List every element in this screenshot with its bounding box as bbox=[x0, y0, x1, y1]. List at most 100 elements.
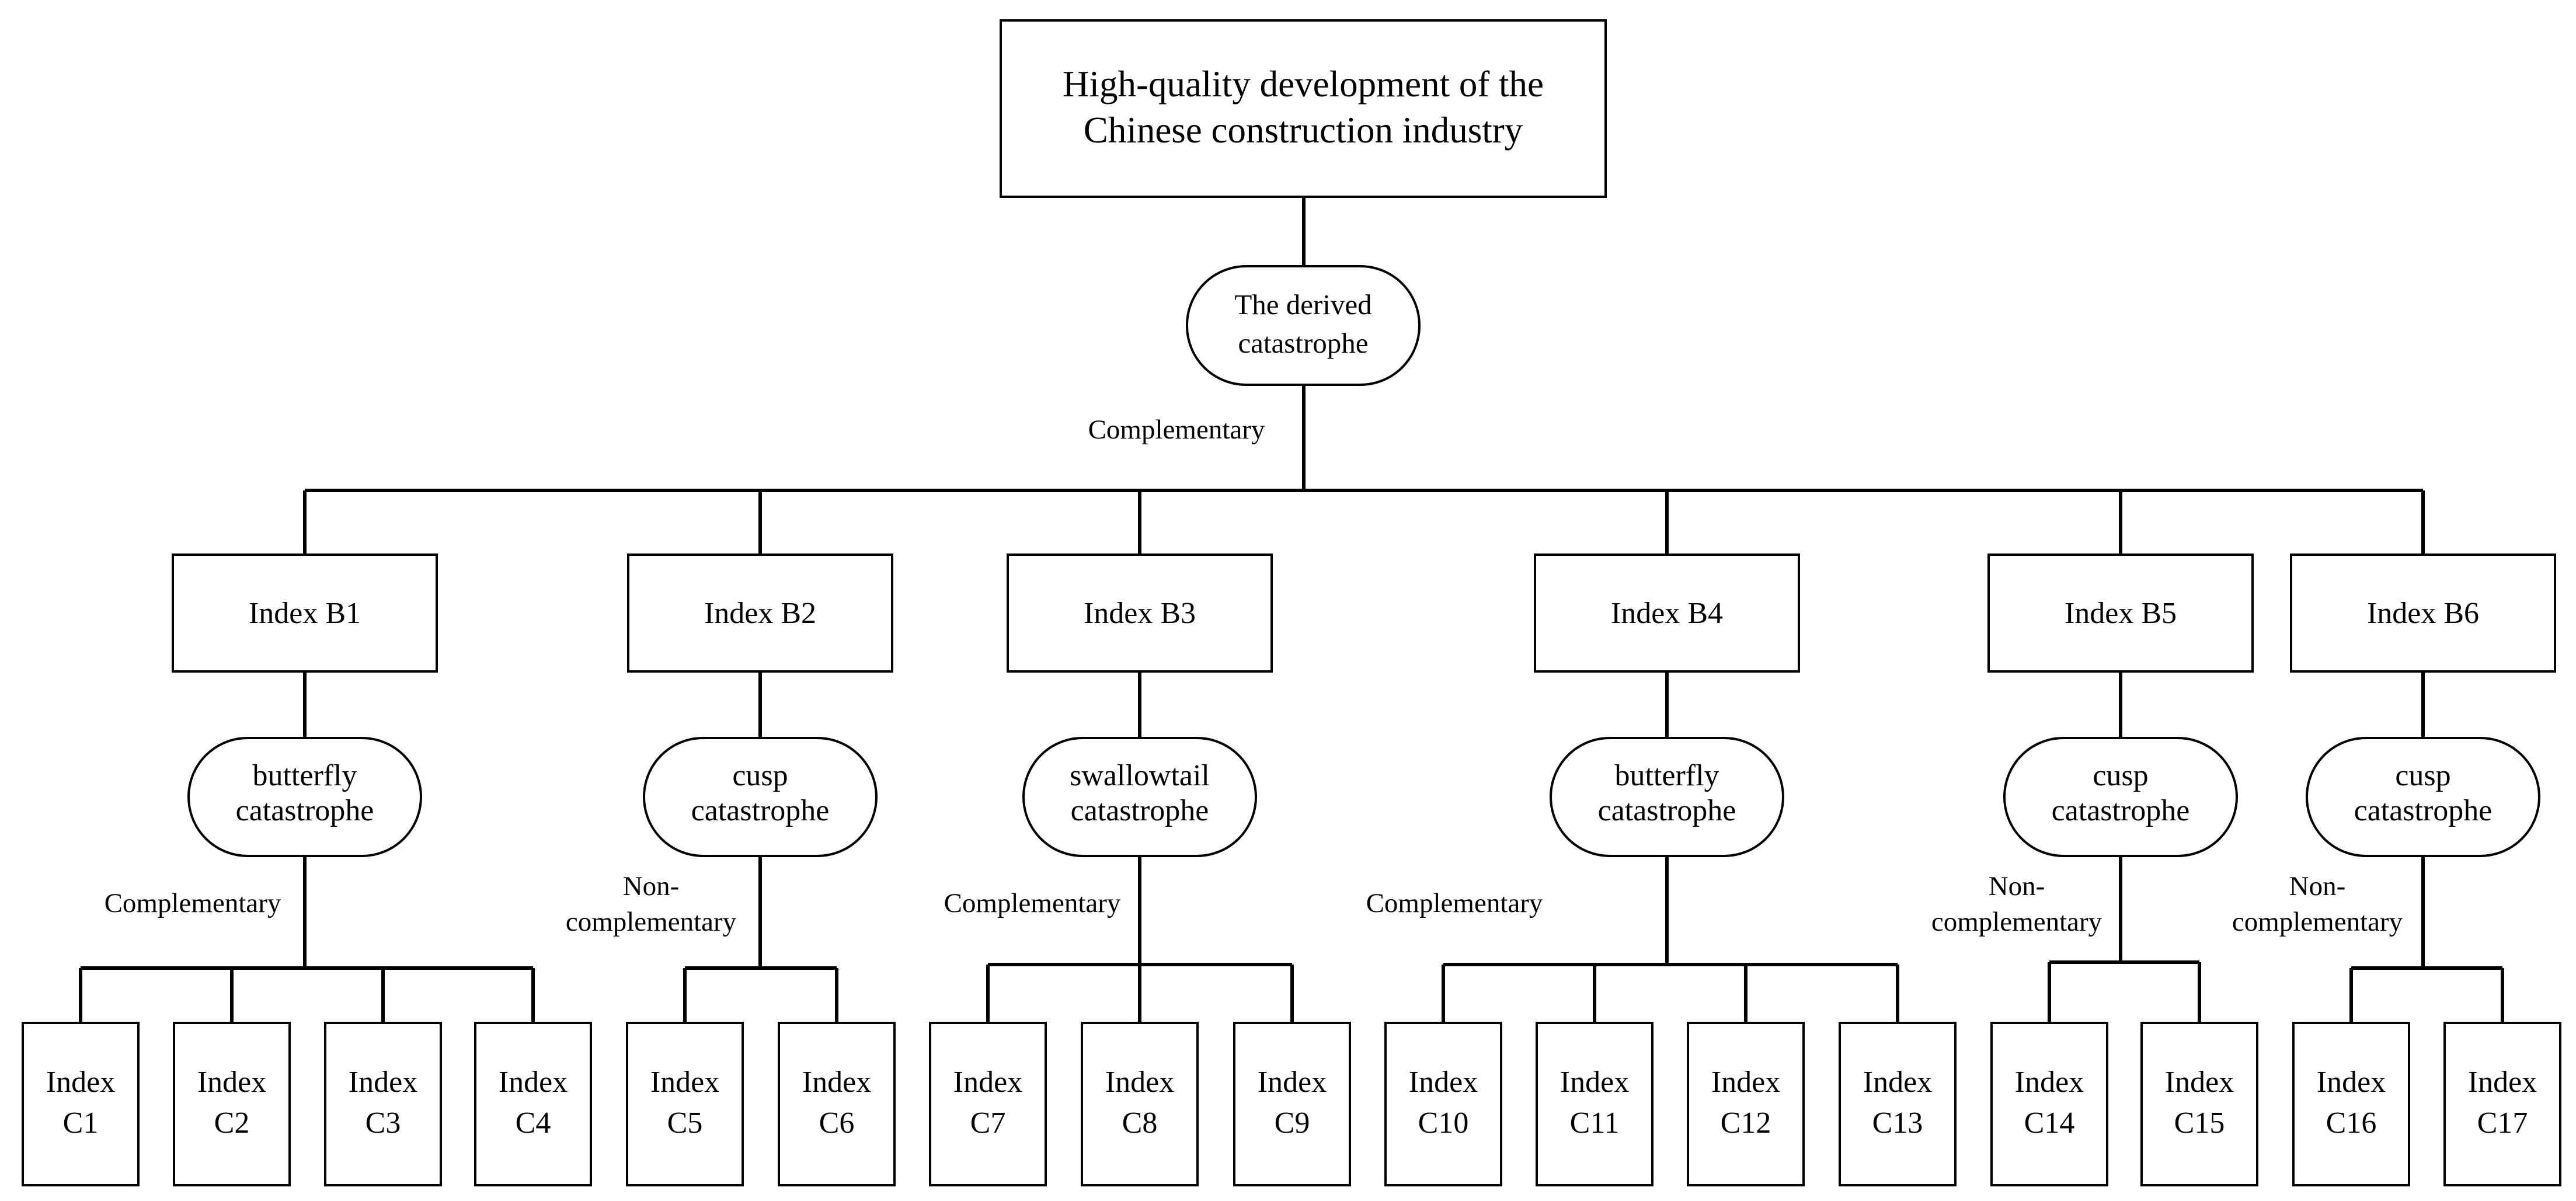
c-index-label-line2: C5 bbox=[667, 1106, 703, 1140]
b-index-box bbox=[1007, 553, 1273, 673]
c-index-label-line1: Index bbox=[197, 1066, 266, 1099]
relation-label-line2: complementary bbox=[2232, 907, 2403, 937]
b-index-label: Index B4 bbox=[1611, 597, 1723, 630]
c-index-label-line1: Index bbox=[2468, 1066, 2537, 1099]
c-index-label-line1: Index bbox=[46, 1066, 115, 1099]
c-index-box bbox=[1233, 1022, 1351, 1186]
relation-label-line2: complementary bbox=[566, 907, 737, 937]
b-index-box bbox=[2290, 553, 2556, 673]
catastrophe-type-label: cusp bbox=[2093, 759, 2148, 792]
c-index-label-line2: C11 bbox=[1570, 1106, 1620, 1140]
root-node-label-line1: High-quality development of the bbox=[1063, 64, 1544, 105]
c-index-label-line1: Index bbox=[650, 1066, 719, 1099]
c-index-label-line1: Index bbox=[953, 1066, 1022, 1099]
c-index-box bbox=[22, 1022, 140, 1186]
c-index-label-line2: C12 bbox=[1721, 1106, 1771, 1140]
catastrophe-type-label: swallowtail bbox=[1070, 759, 1210, 792]
c-index-label-line2: C1 bbox=[63, 1106, 99, 1140]
c-index-label-line2: C4 bbox=[516, 1106, 551, 1140]
c-index-box bbox=[173, 1022, 291, 1186]
c-index-label-line1: Index bbox=[2317, 1066, 2386, 1099]
root-node-label-line2: Chinese construction industry bbox=[1084, 110, 1523, 151]
derived-catastrophe-node: The derived catastrophe bbox=[1186, 265, 1421, 386]
b-index-box bbox=[627, 553, 893, 673]
catastrophe-type-label: butterfly bbox=[1614, 759, 1719, 792]
c-index-label-line1: Index bbox=[1258, 1066, 1327, 1099]
b-node-group: Index B3 swallowtailcatastropheComplement… bbox=[944, 553, 1273, 918]
c-index-label-line1: Index bbox=[802, 1066, 871, 1099]
b-index-label: Index B2 bbox=[704, 597, 816, 630]
c-index-label-line2: C17 bbox=[2477, 1106, 2528, 1140]
catastrophe-word-label: catastrophe bbox=[236, 794, 374, 827]
b-index-box bbox=[172, 553, 438, 673]
b-index-label: Index B3 bbox=[1084, 597, 1196, 630]
c-index-label-line1: Index bbox=[1409, 1066, 1478, 1099]
relation-label: Complementary bbox=[105, 888, 281, 918]
derived-node-label-line1: The derived bbox=[1234, 288, 1371, 321]
catastrophe-type-label: cusp bbox=[2395, 759, 2450, 792]
c-index-box bbox=[778, 1022, 896, 1186]
c-index-label-line2: C9 bbox=[1275, 1106, 1310, 1140]
b-index-box bbox=[1987, 553, 2254, 673]
catastrophe-word-label: catastrophe bbox=[1598, 794, 1736, 827]
catastrophe-word-label: catastrophe bbox=[2052, 794, 2190, 827]
c-index-label-line1: Index bbox=[2165, 1066, 2234, 1099]
c-index-label-line1: Index bbox=[1105, 1066, 1174, 1099]
derived-relation-label: Complementary bbox=[1088, 415, 1265, 445]
c-index-label-line2: C8 bbox=[1122, 1106, 1158, 1140]
relation-label: Non- bbox=[2289, 871, 2346, 901]
c-index-label-line2: C7 bbox=[970, 1106, 1006, 1140]
c-index-box bbox=[1536, 1022, 1653, 1186]
root-node: High-quality development of the Chinese … bbox=[1000, 19, 1607, 198]
relation-label: Complementary bbox=[1366, 888, 1543, 918]
relation-label: Complementary bbox=[944, 888, 1121, 918]
relation-label: Non- bbox=[623, 871, 680, 901]
c-index-box bbox=[1384, 1022, 1502, 1186]
catastrophe-word-label: catastrophe bbox=[691, 794, 830, 827]
c-index-label-line1: Index bbox=[1863, 1066, 1932, 1099]
c-index-label-line1: Index bbox=[1560, 1066, 1629, 1099]
c-index-label-line2: C13 bbox=[1872, 1106, 1923, 1140]
b-index-label: Index B5 bbox=[2065, 597, 2177, 630]
c-index-label-line2: C2 bbox=[214, 1106, 250, 1140]
c-index-label-line1: Index bbox=[349, 1066, 417, 1099]
relation-label: Non- bbox=[1989, 871, 2045, 901]
c-index-box bbox=[929, 1022, 1047, 1186]
c-index-label-line2: C16 bbox=[2326, 1106, 2377, 1140]
catastrophe-oval bbox=[1550, 737, 1784, 857]
c-index-box bbox=[2140, 1022, 2258, 1186]
c-index-label-line1: Index bbox=[1711, 1066, 1780, 1099]
b-node-group: Index B4 butterflycatastropheComplementar… bbox=[1366, 553, 1800, 918]
catastrophe-oval bbox=[643, 737, 878, 857]
catastrophe-word-label: catastrophe bbox=[1071, 794, 1209, 827]
catastrophe-oval bbox=[2003, 737, 2238, 857]
catastrophe-oval bbox=[1022, 737, 1257, 857]
c-index-box bbox=[1081, 1022, 1199, 1186]
catastrophe-type-label: butterfly bbox=[252, 759, 357, 792]
c-index-box bbox=[324, 1022, 442, 1186]
c-index-box bbox=[1839, 1022, 1957, 1186]
c-index-box bbox=[474, 1022, 592, 1186]
c-index-box bbox=[626, 1022, 744, 1186]
c-index-label-line2: C14 bbox=[2024, 1106, 2075, 1140]
c-index-box bbox=[2443, 1022, 2561, 1186]
c-level-nodes: IndexC1IndexC2IndexC3IndexC4IndexC5Index… bbox=[22, 1022, 2561, 1186]
